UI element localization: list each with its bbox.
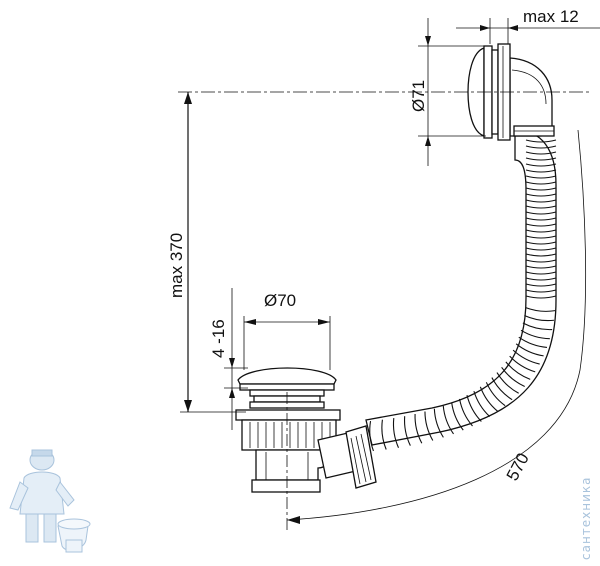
hose-rib [501, 367, 525, 388]
hose-rib [525, 163, 557, 167]
hose-rib [522, 322, 553, 331]
hose-rib [525, 289, 557, 293]
waste-tailpiece [251, 479, 321, 493]
hose-rib [525, 307, 556, 312]
hose-rib [525, 199, 557, 203]
hose-rib [525, 283, 557, 287]
dim-waste-adjust: 4 -16 [209, 319, 228, 358]
hose-rib [369, 420, 374, 452]
waste-plug-lip [239, 383, 335, 391]
hose-rib [491, 377, 513, 401]
hose-rib [525, 205, 557, 209]
hose-rib [525, 181, 557, 185]
hose-rib [525, 271, 557, 275]
waste-hose-connector [345, 425, 377, 489]
hose-rib [525, 151, 557, 155]
dimension-lines [178, 18, 600, 530]
dim-waste-diameter: Ø70 [264, 291, 296, 310]
hose-rib [403, 416, 411, 446]
hose-rib [525, 277, 557, 281]
hose-rib [512, 349, 540, 365]
dim-length: 570 [503, 450, 533, 484]
hose-rib [442, 405, 454, 435]
hose-rib [525, 139, 557, 143]
hose-rib [515, 343, 544, 357]
hose-rib [525, 241, 557, 245]
hose-rib [381, 419, 387, 450]
hose-rib [525, 157, 557, 161]
hose-rib [525, 229, 557, 233]
hose-rib [505, 361, 531, 380]
hose-rib [392, 418, 400, 448]
watermark-text: сантехника [579, 476, 593, 560]
hose-corrugation [369, 139, 557, 452]
hose-rib [525, 193, 557, 197]
waste-nut-ribs [249, 422, 331, 448]
dim-height: max 370 [167, 233, 186, 298]
dim-overflow-diameter: Ø71 [409, 80, 428, 112]
hose-rib [459, 398, 473, 427]
hose-rib [485, 382, 506, 407]
hose-rib [525, 187, 557, 191]
hose-rib [525, 217, 557, 221]
hose-rib [479, 386, 499, 412]
hose-rib [525, 145, 557, 149]
hose-rib [520, 329, 550, 340]
hose-rib [466, 395, 482, 422]
hose-rib [525, 169, 557, 173]
waste-plug-cap [237, 367, 337, 385]
hose-rib [524, 314, 555, 322]
flexible-hose [365, 129, 557, 452]
dim-overflow-depth: max 12 [523, 7, 579, 26]
hose-rib [525, 259, 557, 263]
waste-gasket [235, 409, 341, 421]
hose-rib [525, 295, 557, 299]
hose-rib [525, 247, 557, 251]
hose-rib [525, 223, 557, 227]
plumber-mascot-icon [9, 449, 91, 553]
hose-rib [518, 336, 548, 348]
hose-outline [365, 129, 557, 446]
hose-rib [509, 355, 536, 373]
hose-rib [433, 408, 444, 438]
hose-rib [473, 390, 491, 417]
hose-rib [424, 411, 434, 441]
hose-rib [451, 402, 464, 431]
hose-rib [525, 265, 557, 269]
waste-assembly [235, 367, 377, 493]
hose-rib [525, 211, 557, 215]
hose-rib [496, 372, 519, 394]
hose-rib [414, 413, 423, 444]
hose-rib [525, 235, 557, 239]
hose-rib [525, 175, 557, 179]
hose-rib [525, 253, 557, 257]
